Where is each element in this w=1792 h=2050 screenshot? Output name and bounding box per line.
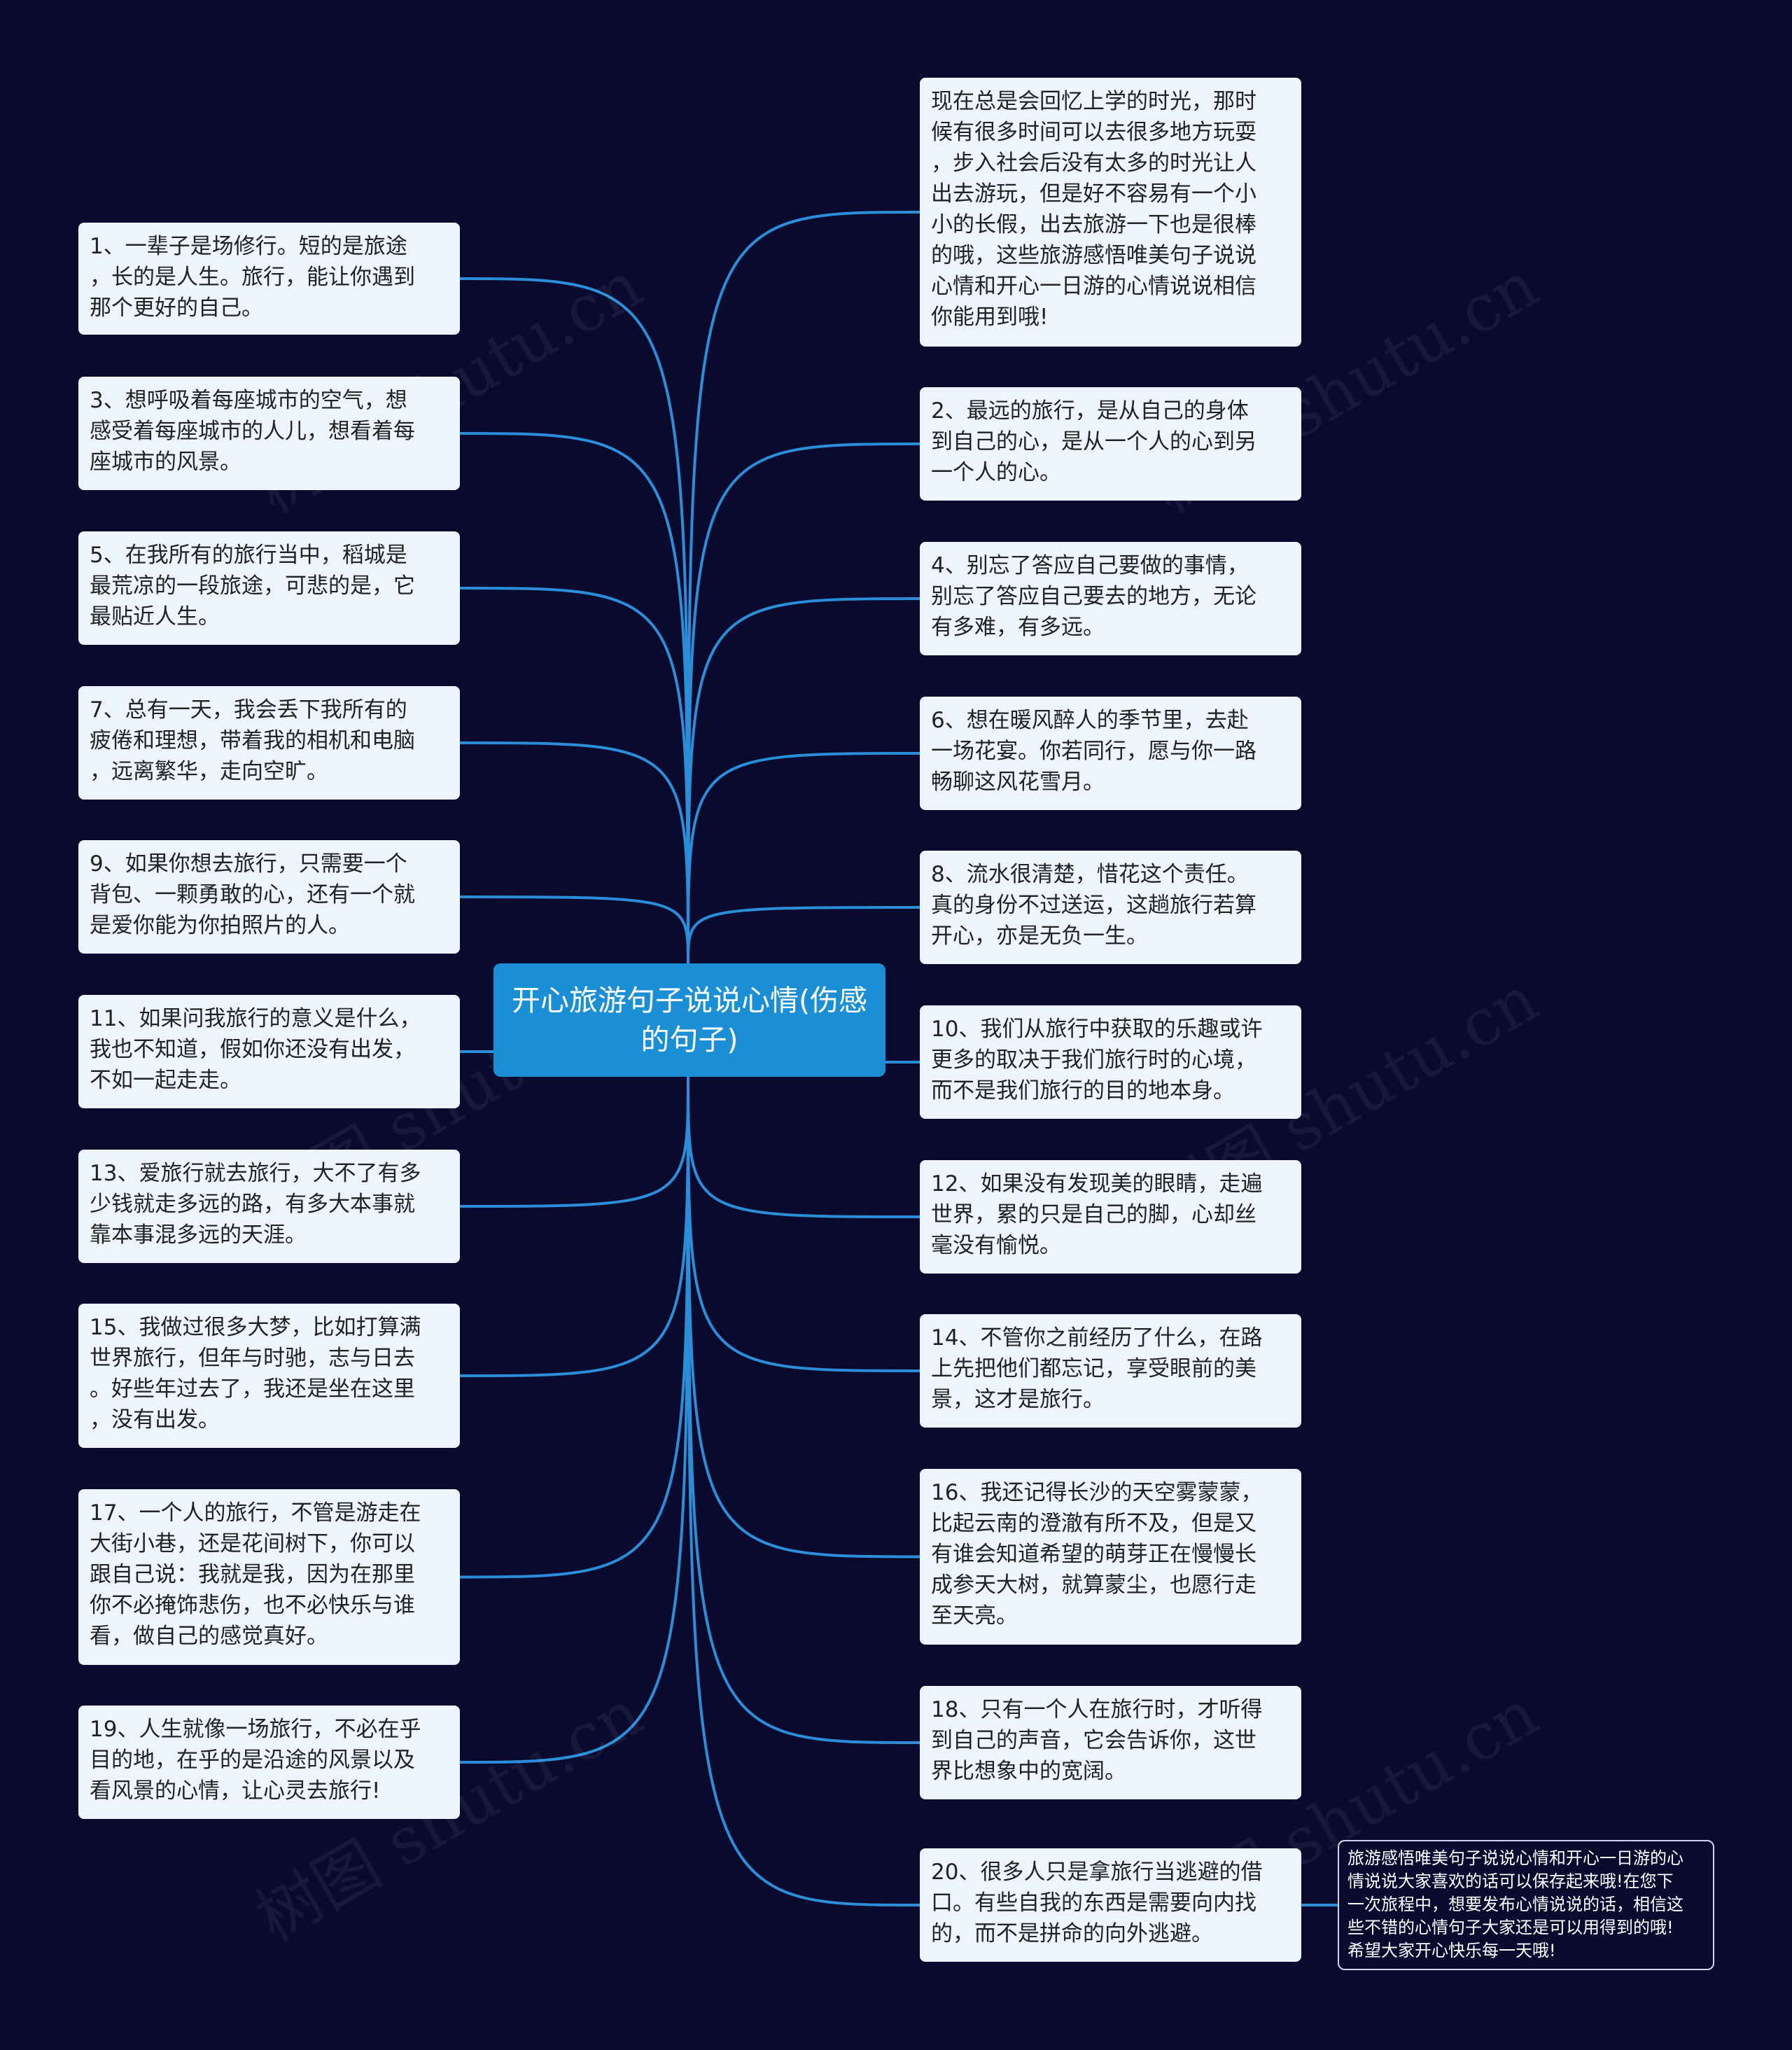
right-connector (687, 211, 920, 964)
summary-note[interactable]: 旅游感悟唯美句子说说心情和开心一日游的心 情说说大家喜欢的话可以保存起来哦!在您… (1338, 1840, 1714, 1970)
right-node[interactable]: 10、我们从旅行中获取的乐趣或许 更多的取决于我们旅行时的心境， 而不是我们旅行… (920, 1005, 1301, 1119)
right-node[interactable]: 2、最远的旅行，是从自己的身体 到自己的心，是从一个人的心到另 一个人的心。 (920, 387, 1301, 501)
right-node[interactable]: 16、我还记得长沙的天空雾蒙蒙， 比起云南的澄澈有所不及，但是又 有谁会知道希望… (920, 1469, 1301, 1645)
right-connector (687, 1076, 920, 1906)
left-connector (459, 741, 690, 964)
right-node[interactable]: 18、只有一个人在旅行时，才听得 到自己的声音，它会告诉你，这世 界比想象中的宽… (920, 1686, 1301, 1799)
right-connector (687, 442, 920, 964)
left-connector (459, 432, 690, 964)
right-node[interactable]: 4、别忘了答应自己要做的事情， 别忘了答应自己要去的地方，无论 有多难，有多远。 (920, 542, 1301, 655)
left-connector (459, 277, 690, 964)
left-connector (459, 1076, 690, 1579)
left-node[interactable]: 5、在我所有的旅行当中，稻城是 最荒凉的一段旅途，可悲的是，它 最贴近人生。 (78, 531, 460, 645)
left-node[interactable]: 9、如果你想去旅行，只需要一个 背包、一颗勇敢的心，还有一个就 是爱你能为你拍照… (78, 840, 460, 954)
left-connector (459, 1076, 690, 1377)
left-node[interactable]: 19、人生就像一场旅行，不必在乎 目的地，在乎的是沿途的风景以及 看风景的心情，… (78, 1706, 460, 1819)
right-node-intro[interactable]: 现在总是会回忆上学的时光，那时 候有很多时间可以去很多地方玩耍 ，步入社会后没有… (920, 78, 1301, 347)
right-connector (687, 1076, 920, 1559)
left-connector (459, 1076, 690, 1208)
left-node[interactable]: 1、一辈子是场修行。短的是旅途 ，长的是人生。旅行，能让你遇到 那个更好的自己。 (78, 223, 460, 335)
left-connector (459, 895, 690, 964)
left-node[interactable]: 15、我做过很多大梦，比如打算满 世界旅行，但年与时驰，志与日去 。好些年过去了… (78, 1304, 460, 1448)
central-topic[interactable]: 开心旅游句子说说心情(伤感的句子) (493, 963, 886, 1077)
left-node[interactable]: 11、如果问我旅行的意义是什么， 我也不知道，假如你还没有出发， 不如一起走走。 (78, 995, 460, 1108)
left-node[interactable]: 13、爱旅行就去旅行，大不了有多 少钱就走多远的路，有多大本事就 靠本事混多远的… (78, 1150, 460, 1263)
right-connector (687, 1076, 920, 1744)
left-node[interactable]: 3、想呼吸着每座城市的空气，想 感受着每座城市的人儿，想看着每 座城市的风景。 (78, 377, 460, 490)
right-node[interactable]: 12、如果没有发现美的眼睛，走遍 世界，累的只是自己的脚，心却丝 毫没有愉悦。 (920, 1160, 1301, 1274)
right-node[interactable]: 6、想在暖风醉人的季节里，去赴 一场花宴。你若同行，愿与你一路 畅聊这风花雪月。 (920, 697, 1301, 810)
right-node[interactable]: 8、流水很清楚，惜花这个责任。 真的身份不过送运，这趟旅行若算 开心，亦是无负一… (920, 851, 1301, 964)
left-node[interactable]: 7、总有一天，我会丢下我所有的 疲倦和理想，带着我的相机和电脑 ，远离繁华，走向… (78, 686, 460, 800)
left-node[interactable]: 17、一个人的旅行，不管是游走在 大街小巷，还是花间树下，你可以 跟自己说：我就… (78, 1489, 460, 1665)
left-connector (459, 587, 690, 964)
left-connector (459, 1076, 690, 1764)
right-connector (687, 1076, 920, 1372)
right-connector (687, 752, 920, 964)
right-node[interactable]: 14、不管你之前经历了什么，在路 上先把他们都忘记，享受眼前的美 景，这才是旅行… (920, 1314, 1301, 1428)
right-node[interactable]: 20、很多人只是拿旅行当逃避的借 口。有些自我的东西是需要向内找 的，而不是拼命… (920, 1848, 1301, 1962)
right-connector (687, 1076, 920, 1218)
right-connector (687, 906, 920, 964)
right-connector (687, 597, 920, 964)
